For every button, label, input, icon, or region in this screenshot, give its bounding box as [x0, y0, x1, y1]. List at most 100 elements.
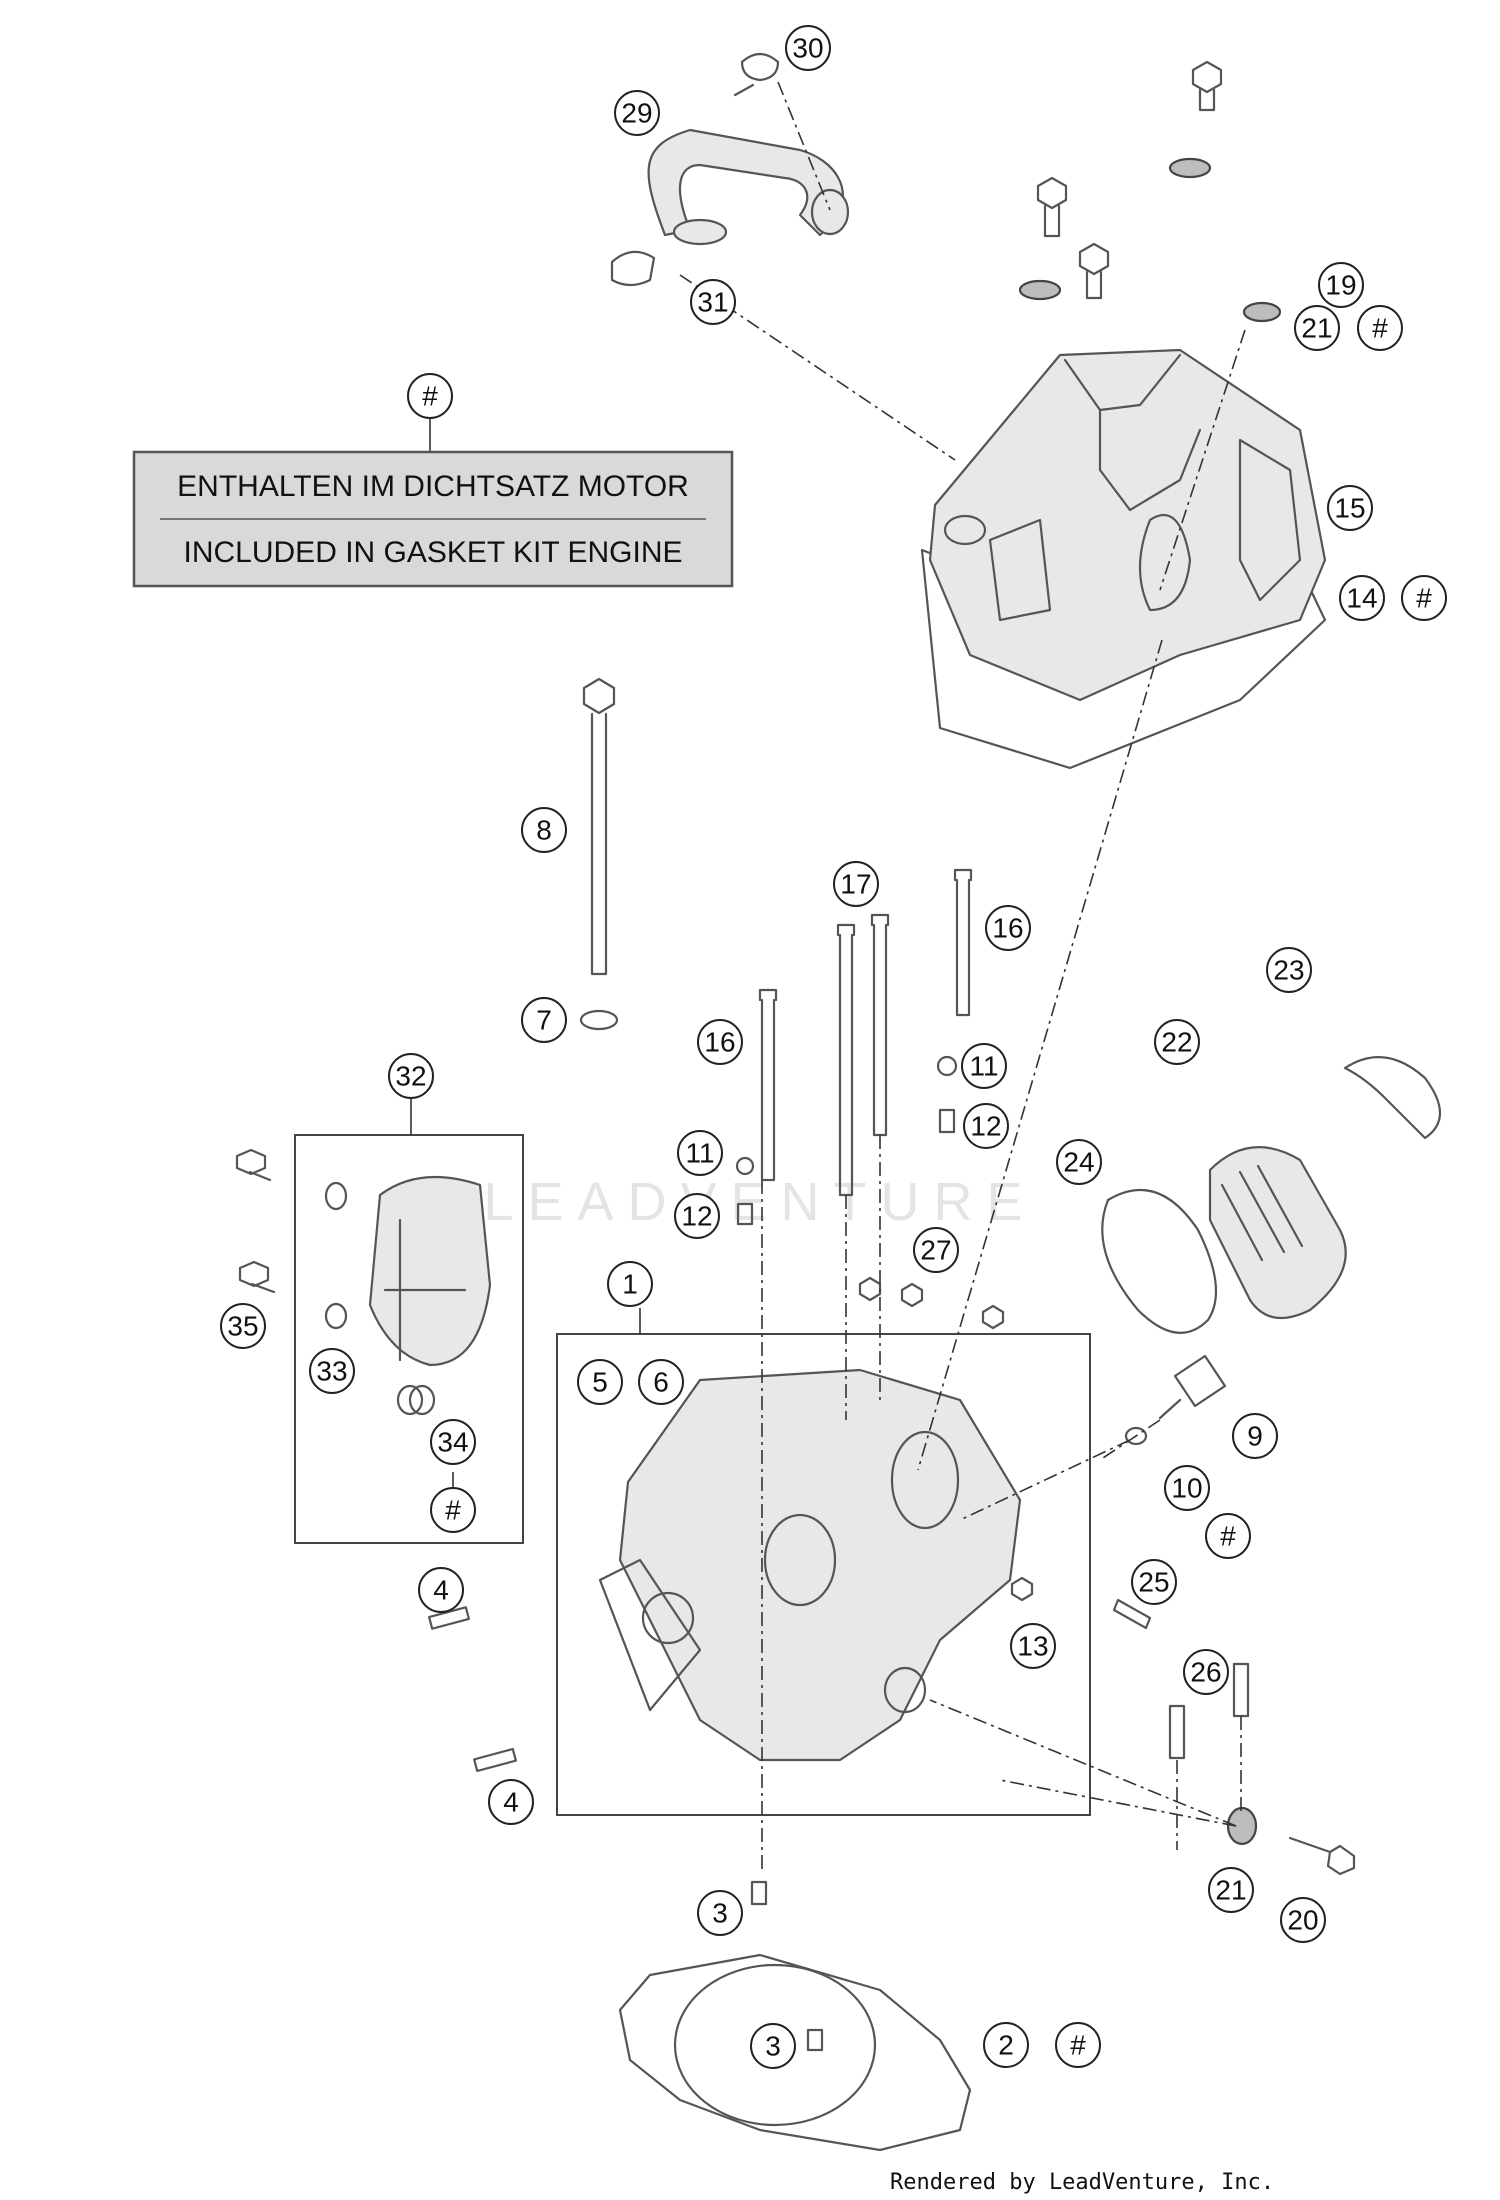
svg-text:11: 11: [685, 1138, 714, 1169]
callout-34-gasket-mark: #: [430, 1487, 476, 1533]
callout-1: 1: [607, 1261, 653, 1307]
svg-text:20: 20: [1287, 1905, 1318, 1936]
sealing-ring: [1226, 1806, 1258, 1846]
svg-text:27: 27: [920, 1235, 951, 1266]
intake-flange: [1101, 1056, 1441, 1334]
callout-14: 14: [1339, 575, 1385, 621]
svg-text:17: 17: [840, 869, 871, 900]
dowel-sleeve: [750, 1880, 768, 1906]
callout-12-left: 12: [674, 1193, 720, 1239]
legend-line-en: INCLUDED IN GASKET KIT ENGINE: [184, 536, 683, 569]
svg-text:#: #: [422, 381, 438, 412]
cylinder-head: [556, 1333, 1091, 1816]
watermark-text: LEADVENTURE: [483, 1172, 1036, 1232]
callout-13: 13: [1010, 1623, 1056, 1669]
callout-2: 2: [983, 2022, 1029, 2068]
svg-text:34: 34: [437, 1427, 468, 1458]
callout-23: 23: [1266, 947, 1312, 993]
callout-31: 31: [690, 279, 736, 325]
callout-4-lower: 4: [488, 1779, 534, 1825]
svg-text:3: 3: [765, 2031, 781, 2062]
svg-text:3: 3: [712, 1898, 728, 1929]
callout-24: 24: [1056, 1139, 1102, 1185]
svg-text:13: 13: [1017, 1631, 1048, 1662]
callout-30: 30: [785, 25, 831, 71]
callout-5: 5: [577, 1359, 623, 1405]
stud-bolt: [1112, 1598, 1152, 1630]
callout-2-gasket-mark: #: [1055, 2022, 1101, 2068]
svg-text:11: 11: [969, 1051, 998, 1082]
callout-10: 10: [1164, 1465, 1210, 1511]
callout-26: 26: [1183, 1649, 1229, 1695]
callout-6: 6: [638, 1359, 684, 1405]
svg-text:23: 23: [1273, 955, 1304, 986]
svg-text:9: 9: [1247, 1421, 1263, 1452]
callout-22: 22: [1154, 1019, 1200, 1065]
svg-text:33: 33: [316, 1356, 347, 1387]
callout-9: 9: [1232, 1413, 1278, 1459]
svg-text:12: 12: [970, 1111, 1001, 1142]
svg-text:#: #: [1220, 1521, 1236, 1552]
callout-15: 15: [1327, 485, 1373, 531]
dowel-pin-lower: [473, 1747, 517, 1773]
svg-text:8: 8: [536, 815, 552, 846]
temperature-sensor: [1158, 1354, 1227, 1420]
svg-text:29: 29: [621, 98, 652, 129]
callout-4-upper: 4: [418, 1567, 464, 1613]
callout-12-right: 12: [963, 1103, 1009, 1149]
svg-text:21: 21: [1215, 1875, 1246, 1906]
svg-text:14: 14: [1346, 583, 1377, 614]
svg-text:#: #: [1070, 2030, 1086, 2061]
callout-20: 20: [1280, 1897, 1326, 1943]
callout-10-gasket-mark: #: [1205, 1513, 1251, 1559]
legend: ENTHALTEN IM DICHTSATZ MOTOR INCLUDED IN…: [132, 418, 734, 588]
dowels-and-nuts: [735, 1055, 1005, 1330]
svg-text:26: 26: [1190, 1657, 1221, 1688]
callout-16-right: 16: [985, 905, 1031, 951]
svg-text:25: 25: [1138, 1567, 1169, 1598]
svg-text:5: 5: [592, 1367, 608, 1398]
callout-11-left: 11: [677, 1130, 723, 1176]
sleeves: [1168, 1662, 1250, 1760]
callout-14-gasket-mark: #: [1401, 575, 1447, 621]
svg-text:15: 15: [1334, 493, 1365, 524]
callout-3-lower: 3: [750, 2023, 796, 2069]
svg-text:22: 22: [1161, 1027, 1192, 1058]
plug-screw: [1010, 1576, 1034, 1602]
cylinder-head-gasket: [618, 1953, 972, 2152]
callout-35: 35: [220, 1303, 266, 1349]
callout-21-top: 21: [1294, 305, 1340, 351]
svg-text:21: 21: [1301, 313, 1332, 344]
svg-text:4: 4: [503, 1787, 519, 1818]
svg-text:6: 6: [653, 1367, 669, 1398]
svg-text:19: 19: [1325, 270, 1356, 301]
footer-credit: Rendered by LeadVenture, Inc.: [890, 2170, 1275, 2195]
callout-32: 32: [388, 1053, 434, 1099]
hose-clamp-top: [733, 52, 780, 97]
svg-text:24: 24: [1063, 1147, 1094, 1178]
callout-33: 33: [309, 1348, 355, 1394]
legend-line-de: ENTHALTEN IM DICHTSATZ MOTOR: [177, 470, 689, 503]
dowel-pin-upper: [427, 1606, 471, 1630]
callout-34: 34: [430, 1419, 476, 1465]
svg-text:31: 31: [697, 287, 728, 318]
cylinder-head-bolt-long: [579, 677, 619, 1031]
hose-clamp-bottom: [610, 250, 656, 287]
callout-21-top-gasket-mark: #: [1357, 305, 1403, 351]
svg-text:35: 35: [227, 1311, 258, 1342]
sensor-o-ring: [1124, 1426, 1148, 1446]
callout-11-right: 11: [961, 1043, 1007, 1089]
svg-text:1: 1: [622, 1269, 638, 1300]
callout-27: 27: [913, 1227, 959, 1273]
svg-text:30: 30: [792, 33, 823, 64]
banjo-bolt: [1288, 1836, 1356, 1876]
svg-text:4: 4: [433, 1575, 449, 1606]
svg-text:16: 16: [704, 1027, 735, 1058]
svg-text:#: #: [445, 1495, 461, 1526]
callout-21-bottom: 21: [1208, 1867, 1254, 1913]
callout-3-upper: 3: [697, 1890, 743, 1936]
svg-text:10: 10: [1171, 1473, 1202, 1504]
callout-29: 29: [614, 90, 660, 136]
callout-19: 19: [1318, 262, 1364, 308]
valve-cover: [920, 348, 1327, 770]
